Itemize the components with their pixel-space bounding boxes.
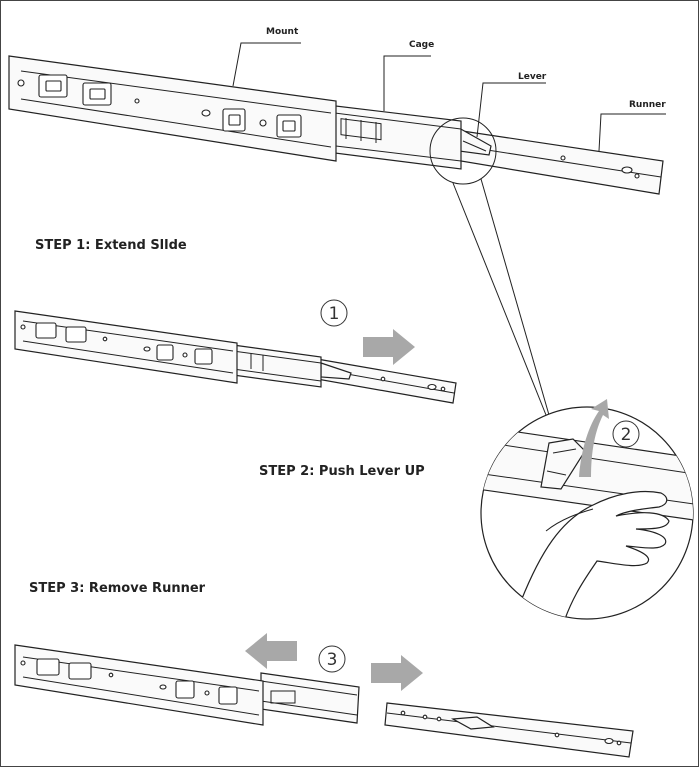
step-3-runner [384,702,634,758]
hand-illustration [520,490,670,619]
lever-leader [476,82,546,138]
step-2-detail [480,399,694,620]
step-3-marker [318,645,346,673]
step-3-right-arrow [371,655,423,691]
zoom-line-lower [452,182,547,416]
step-1-title: STEP 1: Extend Sllde [35,238,187,253]
mount-leader [232,42,301,87]
step-1-marker-number: 1 [329,304,340,324]
step-3-left-arrow [245,633,297,669]
lever-label: Lever [518,72,547,82]
step-3-marker-number: 3 [327,650,338,670]
runner-rail [448,128,664,195]
step-2-marker-number: 2 [621,425,632,445]
detail-circle-small [429,117,497,185]
full-slide-assembly: Mount Cage Lever Runner [8,27,666,195]
mount-rail [8,55,337,162]
step-3-title: STEP 3: Remove Runner [29,581,206,596]
step-3-mount-cage [14,644,360,726]
cage-rail [318,103,462,170]
step-2-title: STEP 2: Push Lever UP [259,464,425,479]
step-2-marker [612,420,640,448]
step-1-marker [320,299,348,327]
step-2-up-arrow [579,399,609,477]
step-1-slide [14,310,457,404]
step-1-right-arrow [363,329,415,365]
step-1-cage [232,344,322,388]
runner-label: Runner [629,100,666,110]
runner-leader [598,113,666,152]
mount-label: Mount [266,27,299,37]
zoom-line-upper [480,178,550,416]
cage-label: Cage [409,40,434,50]
cage-leader [383,55,431,111]
